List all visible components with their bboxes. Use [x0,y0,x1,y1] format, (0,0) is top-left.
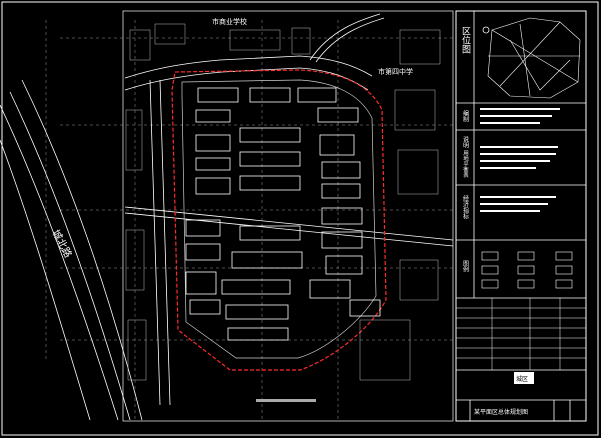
main-map-frame [122,10,454,422]
section-label-5: 图例 [462,260,469,273]
legend-swatches [481,251,573,289]
section-label-1: 编制 [462,109,469,123]
school-label: 市商业学校 [212,17,247,26]
middle-school-label: 市第四中学 [378,67,413,76]
location-marker [482,26,490,34]
sidebar-frame [455,10,587,422]
highway [0,79,143,421]
site-boundary [171,69,387,371]
surrounding-buildings [125,23,441,381]
location-title: 区位图 [460,26,471,54]
location-map [487,17,581,99]
sidebar-text-lines [480,108,560,212]
section-label-3: 用地平衡表 [462,150,469,179]
scale-bar [256,399,316,402]
buildings [185,87,381,341]
balance-table [456,298,586,370]
title-stamp: 城区 [516,376,528,383]
grid-lines [45,20,453,420]
title-stamp-box [514,372,534,384]
section-label-2: 说明 [462,135,469,149]
drawing-title: 某平面区总体规划图 [474,408,528,416]
roads [124,13,454,406]
road-label: 城北路 [49,227,75,260]
section-label-4: 经济指标 [462,194,469,220]
